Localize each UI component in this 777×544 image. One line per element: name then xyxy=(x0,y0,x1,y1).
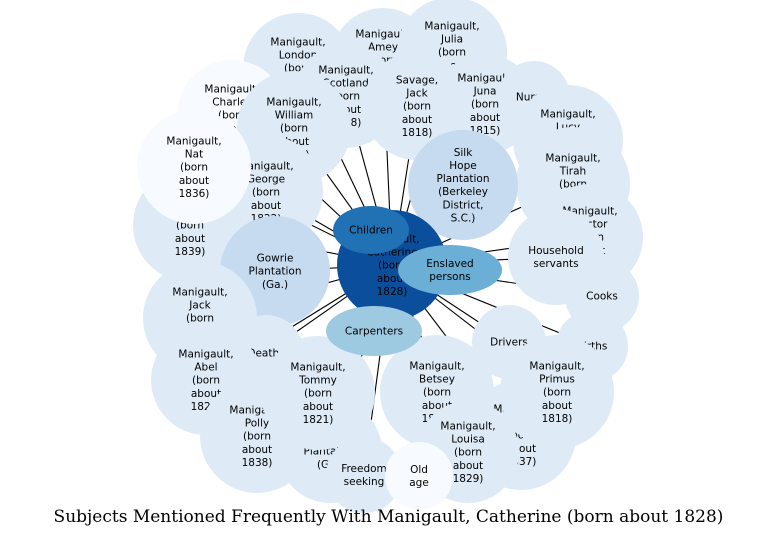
node-carpenters[interactable]: Carpenters xyxy=(326,306,422,356)
node-nat-bubble xyxy=(137,110,251,224)
bubble-layer: Manigault,Amey(bornabout1820)Manigault,J… xyxy=(133,0,643,513)
node-primus-bubble xyxy=(500,335,614,449)
node-drivers-label: Drivers xyxy=(490,337,528,349)
node-old-age-bubble xyxy=(385,442,453,510)
node-cooks-label: Cooks xyxy=(586,291,618,303)
node-children[interactable]: Children xyxy=(333,206,409,254)
node-children-label: Children xyxy=(349,225,393,237)
node-carpenters-label: Carpenters xyxy=(345,326,403,338)
node-children-bubble xyxy=(333,206,409,254)
diagram-caption: Subjects Mentioned Frequently With Manig… xyxy=(53,507,724,527)
node-freedom-bubble xyxy=(326,437,402,513)
node-enslaved-bubble xyxy=(398,245,502,295)
node-tommy-bubble xyxy=(261,336,375,450)
node-carpenters-bubble xyxy=(326,306,422,356)
node-silk-hope-bubble xyxy=(408,130,518,240)
